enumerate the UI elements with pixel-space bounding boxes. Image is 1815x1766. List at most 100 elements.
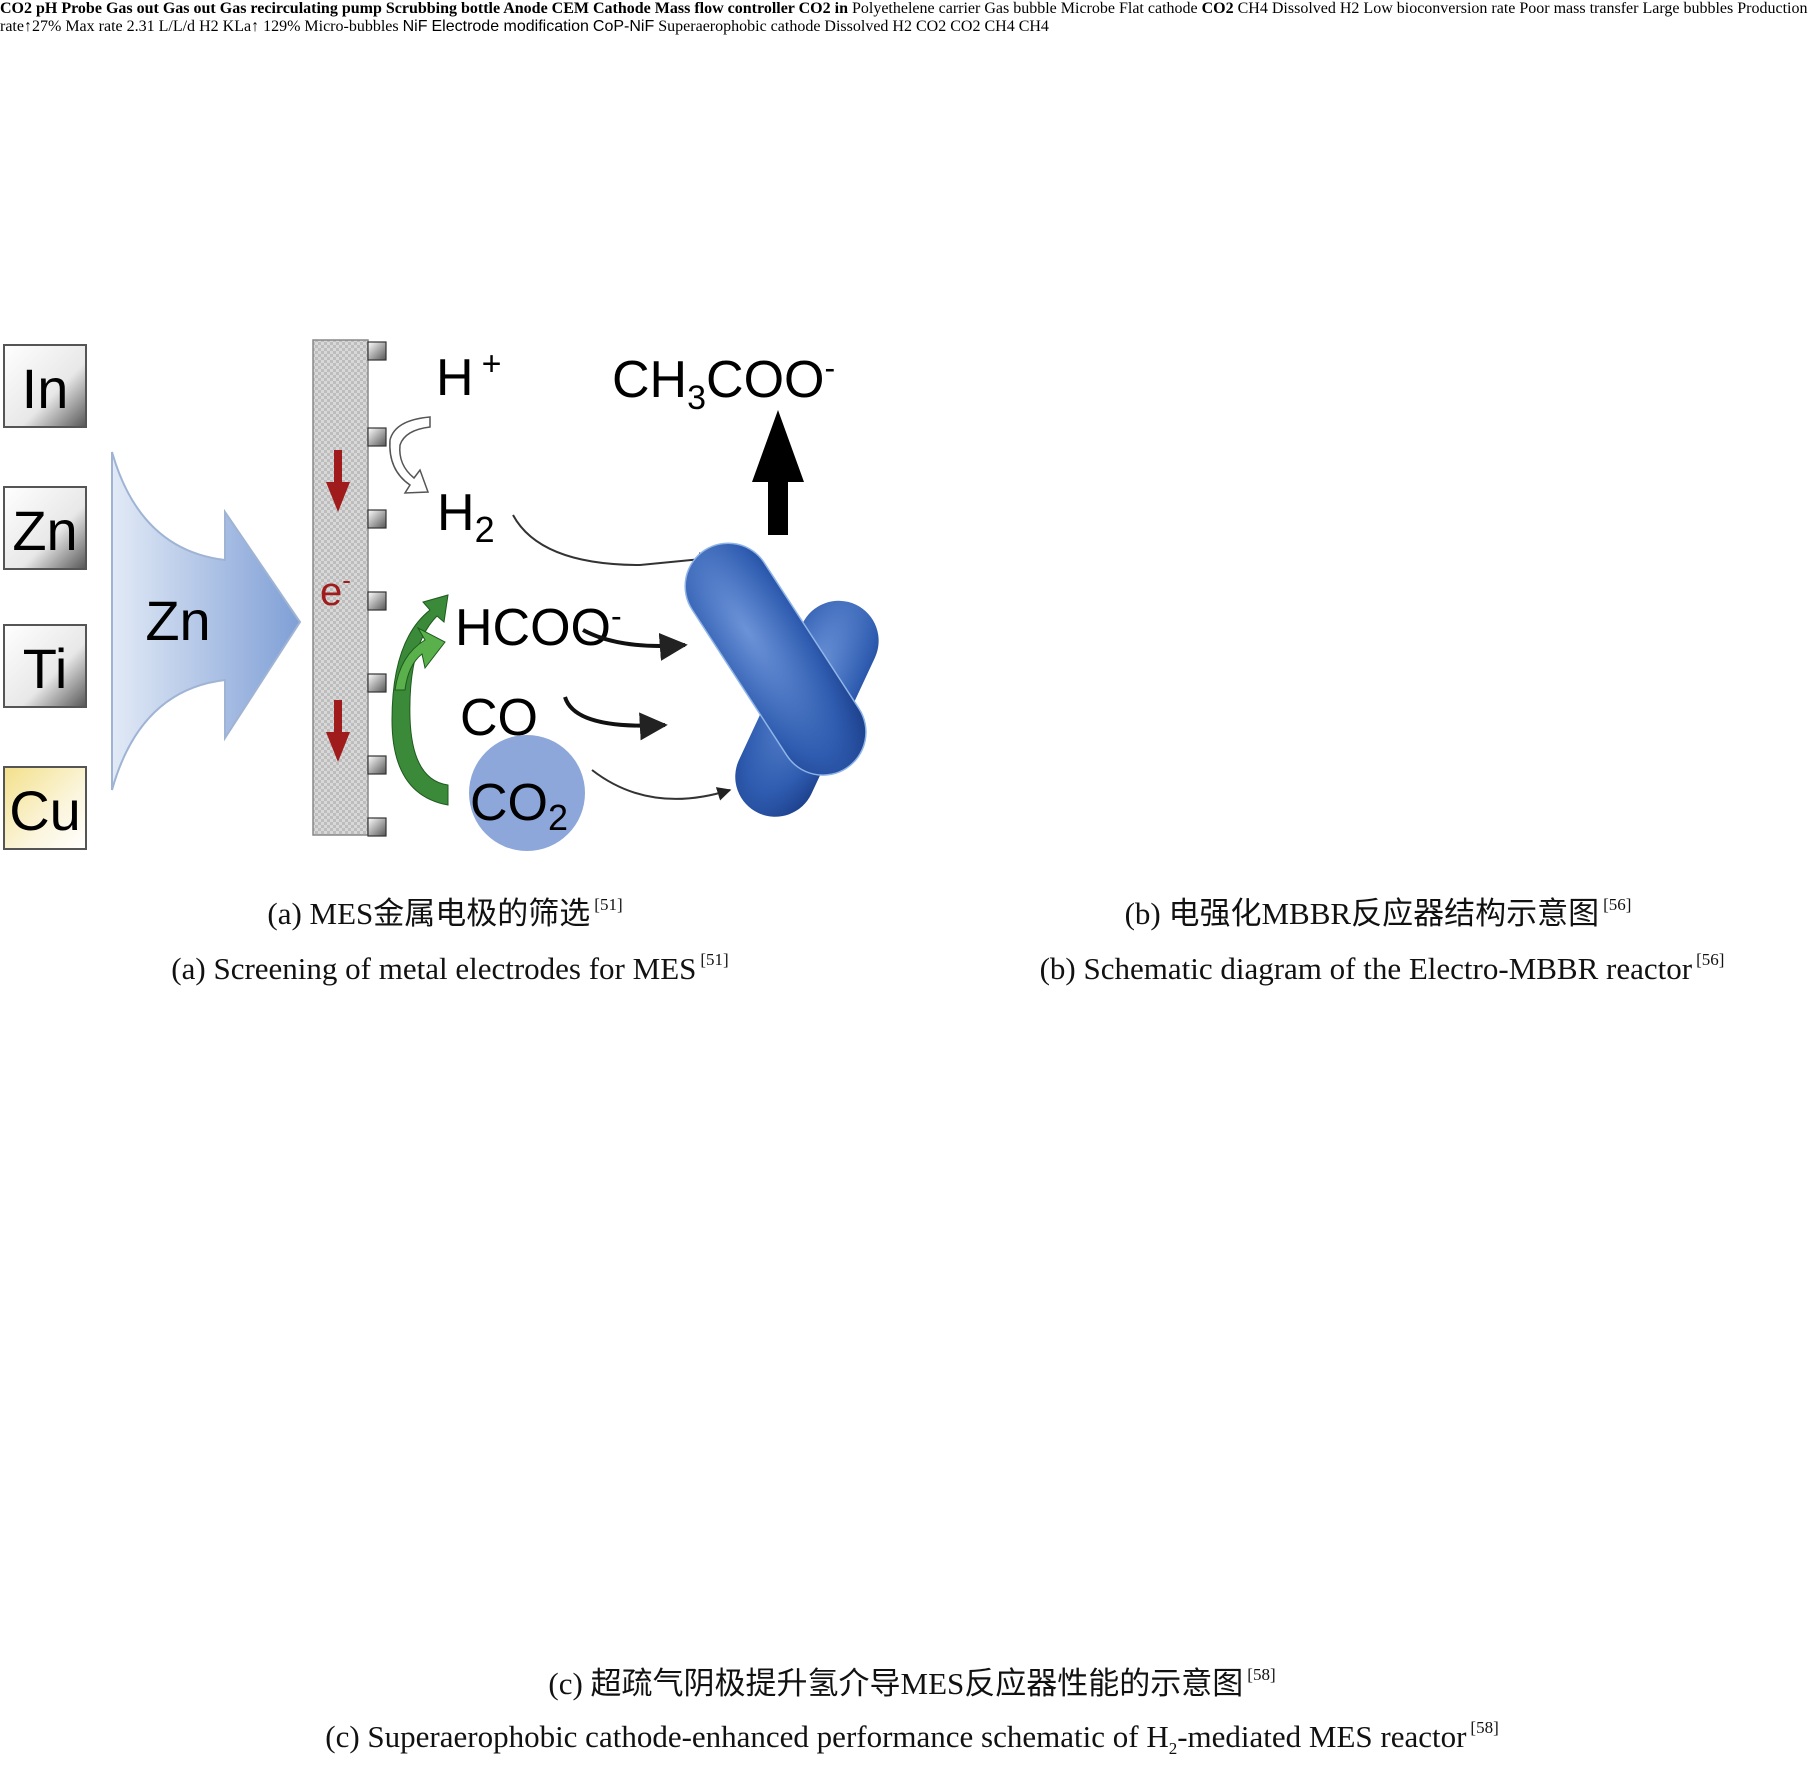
metal-item: In [3,344,87,428]
selection-arrow: Zn [111,451,302,791]
legend-item-carrier: Polyethelene carrier [852,0,984,17]
h-plus-label: H+ [436,345,501,407]
metal-label: Cu [9,779,81,842]
superaerophobic-cathode-scene: Superaerophobic cathode Dissolved H2 CO2 [658,18,1049,35]
co2-cylinder-icon: CO2 [0,0,36,17]
nif-label: NiF [402,18,428,35]
ch4-label-left: CH4 [1237,0,1268,17]
electrode-sites [367,341,387,837]
flow-text: bioconversion rate [1396,0,1516,17]
co2-in-label: CO2 in [798,0,848,17]
flow-box-large-bubbles: Low bioconversion rate Poor mass transfe… [0,0,1807,35]
sem-inset-superaerophobic: Dissolved H2 CO2 CO2 CH4 CH4 [824,18,1049,35]
pump-label-3: pump [341,0,382,17]
microbe-icon-right-1: CO2 CO2 CH4 CH4 [916,18,1049,35]
flow-text: Micro-bubbles [304,18,399,35]
electrode-site [367,591,387,611]
formate-label: HCOO- [455,598,622,657]
sem-image-cop-nif: CoP-NiF Superaerophobic cathode Dissolve… [593,18,1049,35]
electrode-site [367,427,387,447]
legend-item-microbe: Microbe [1061,0,1119,17]
flow-text-kla: H2 KLa↑ 129% [199,18,301,35]
sem-image-nif: NiF Electrode modification CoP-NiF Super… [403,18,1049,35]
cylinder-label: CO2 [0,0,32,17]
dissolved-h2-cloud-left: Dissolved H2 [1271,0,1360,17]
ch4-label-right-1: CH4 [984,18,1015,35]
hydrogen-evolution-arrow [389,416,431,494]
caption-a-zh: (a) MES金属电极的筛选[51] [267,895,623,931]
conversion-arrow-left: CH4 Dissolved H2 [1238,0,1364,17]
h2-uptake-arrow [512,514,714,567]
microbe-icon-left: Dissolved H2 [1272,0,1364,17]
caption-b-zh: (b) 电强化MBBR反应器结构示意图[56] [1124,895,1632,931]
metal-label: Ti [23,637,68,700]
scrubbing-label-2: bottle [460,0,501,17]
cem-pointer: CO2 pH Probe Gas out Gas out Gas recircu… [0,0,1119,17]
sem-inset-flat: CO2 CH4 Dissolved H2 [1202,0,1364,17]
formate-uptake-arrow [582,628,688,661]
flow-box-kla: Low bioconversion rate Poor mass transfe… [0,0,1807,35]
legend: Polyethelene carrier Gas bubble Microbe [852,0,1119,17]
electrode-site [367,341,387,361]
gas-bubble-icon: Gas bubble [984,0,1060,17]
metal-item: Zn [3,486,87,570]
flow-text-max-rate: Max rate 2.31 L/L/d [65,18,196,35]
co2-cloud-left: CO2 [1201,0,1234,17]
superaerophobic-cathode-bar: Superaerophobic cathode Dissolved H2 CO2 [658,18,1049,35]
flow-box-low-bioconversion: Low bioconversion rate Poor mass transfe… [0,0,1807,35]
electrode-site [367,755,387,775]
gas-out-label-2: Gas out [162,0,216,17]
panel-c-frame: Flat cathode CO2 CH4 Dissolved H2 [0,0,1807,35]
flow-text-production: Production rate↑27% [0,0,1808,35]
metal-item: Cu [3,766,87,850]
metal-item: Ti [3,624,87,708]
flow-box-poor-mass-transfer: Low bioconversion rate Poor mass transfe… [0,0,1807,35]
anode-pointer: CO2 pH Probe Gas out Gas out Gas recircu… [0,0,1119,17]
caption-b-en: (b) Schematic diagram of the Electro-MBB… [1039,950,1725,986]
flow-box-micro-bubbles: Low bioconversion rate Poor mass transfe… [0,0,1807,35]
gas-out-label-1: Gas out [105,0,159,17]
flat-cathode-label: Flat cathode [1118,0,1198,17]
ph-probe-label-2: Probe [61,0,102,17]
co2-cloud-right-2: CO2 [950,18,981,35]
legend-label: Gas bubble [984,0,1057,17]
panel-b: CO2 pH Probe Gas out Gas out Gas recircu… [0,0,1119,17]
conversion-arrow-right-2: CH4 CH4 [984,18,1048,35]
electrode-site [367,509,387,529]
metal-label: In [22,357,69,420]
product-up-arrow [752,410,804,535]
co-uptake-arrow [563,696,668,741]
co2-cloud-right-1: CO2 [915,18,947,35]
cathode-label: Cathode [593,0,651,17]
flow-text: Large bubbles [1642,0,1734,17]
metal-label: Zn [12,499,77,562]
flow-text: mass transfer [1553,0,1639,17]
h2-label: H2 [437,484,495,550]
conversion-arrow-right-1: CH4 CH4 [984,18,1048,35]
superaerophobic-cathode-label: Superaerophobic cathode [658,18,821,35]
gas-outlet-pipe: CO2 pH Probe Gas out Gas out Gas recircu… [0,0,1119,17]
electrode-site [367,817,387,837]
legend-label: Microbe [1060,0,1115,17]
flat-cathode-scene: Flat cathode CO2 CH4 Dissolved H2 [1119,0,1363,17]
flow-text: Poor [1519,0,1550,17]
microbe-icon-right-3: CO2 CO2 CH4 CH4 [916,18,1049,35]
co2-uptake-arrow [591,769,732,801]
pump-label-2: recirculating [250,0,338,17]
selected-metal-label: Zn [145,589,210,652]
cathode-pointer: CO2 pH Probe Gas out Gas out Gas recircu… [0,0,1119,17]
flow-text: Low [1363,0,1393,17]
electrode-modification-arrow: CoP-NiF Superaerophobic cathode Dissolve… [593,18,1049,35]
electrode: e- [312,339,387,837]
mass-flow-label-2: controller [727,0,795,17]
legend-label: Polyethelene carrier [851,0,981,17]
electrode-site [367,673,387,693]
caption-a-en: (a) Screening of metal electrodes for ME… [171,950,729,986]
co2-label: CO2 [470,774,568,838]
ch4-label-right-2: CH4 [1018,18,1049,35]
electron-flow-arrow-upper [326,450,350,512]
caption-c-zh: (c) 超疏气阴极提升氢介导MES反应器性能的示意图[58] [548,1665,1276,1701]
